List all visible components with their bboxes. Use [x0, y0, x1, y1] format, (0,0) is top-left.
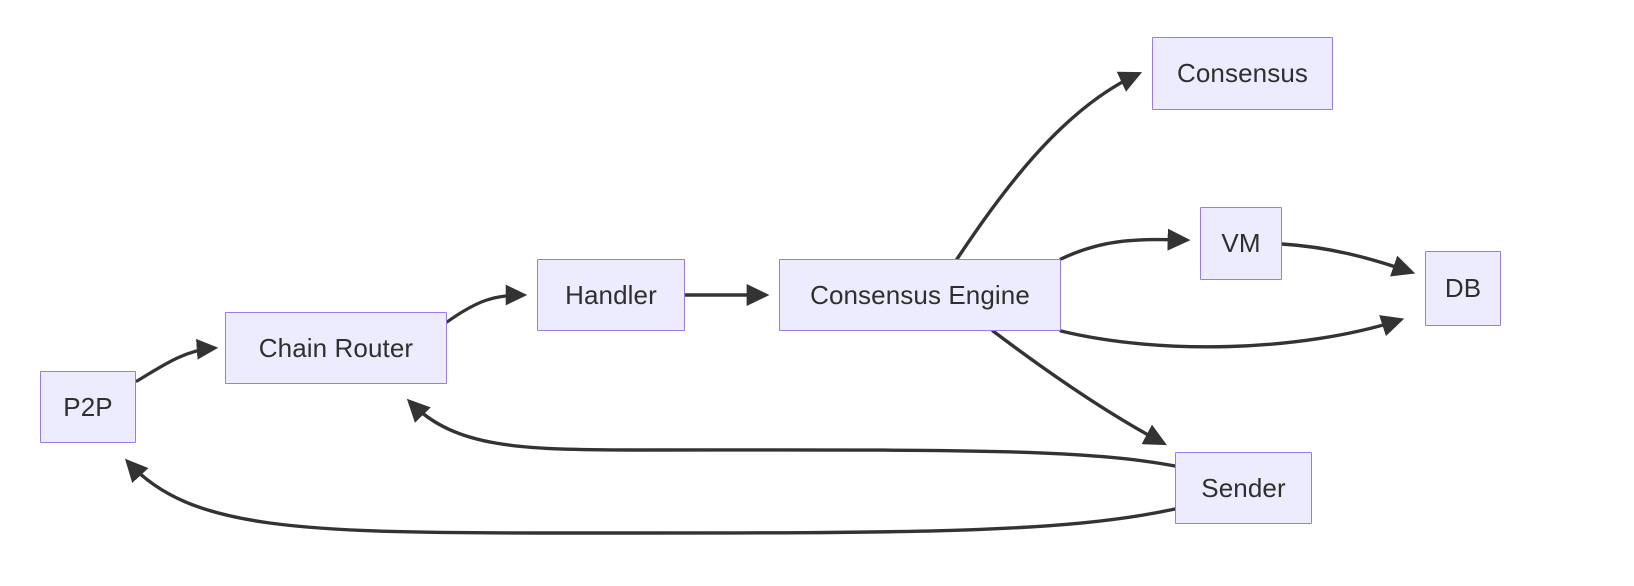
node-vm-label: VM	[1221, 228, 1261, 258]
node-db[interactable]: DB	[1425, 251, 1501, 326]
node-handler[interactable]: Handler	[537, 259, 685, 331]
node-consensus-engine-label: Consensus Engine	[810, 279, 1030, 310]
node-chain-router-label: Chain Router	[258, 332, 414, 363]
node-vm[interactable]: VM	[1200, 207, 1282, 280]
node-consensus-engine[interactable]: Consensus Engine	[779, 259, 1061, 331]
node-handler-label: Handler	[565, 279, 657, 310]
edge-sender-to-p2p	[124, 458, 1177, 535]
node-sender-label: Sender	[1201, 472, 1286, 503]
node-sender[interactable]: Sender	[1175, 452, 1312, 524]
edge-consensus-engine-to-db	[1059, 315, 1405, 349]
node-p2p-label: P2P	[63, 391, 113, 422]
node-chain-router[interactable]: Chain Router	[225, 312, 447, 384]
edge-consensus-engine-to-vm	[1059, 228, 1191, 261]
edge-sender-to-chain-router	[406, 398, 1177, 468]
edge-consensus-engine-to-consensus	[955, 71, 1143, 261]
edge-p2p-to-chain-router	[135, 338, 219, 383]
edge-vm-to-db	[1280, 242, 1416, 277]
node-consensus[interactable]: Consensus	[1152, 37, 1333, 110]
node-consensus-label: Consensus	[1177, 58, 1308, 88]
edge-chain-router-to-handler	[445, 284, 528, 324]
edge-consensus-engine-to-sender	[991, 329, 1167, 446]
node-db-label: DB	[1444, 273, 1482, 303]
node-p2p[interactable]: P2P	[40, 371, 136, 443]
